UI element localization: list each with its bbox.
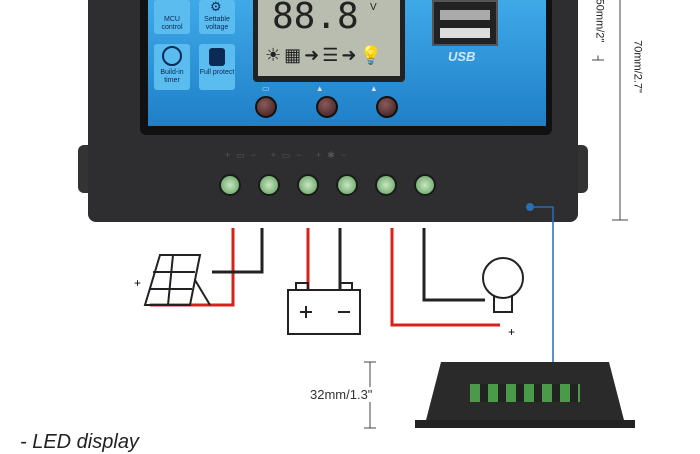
terminal-labels: +▭− +▭− +✱− (225, 150, 353, 160)
feature-list-item: - LED display (20, 431, 139, 453)
terminal-solar-plus (219, 174, 241, 196)
feature-build-in-timer: Build-in timer (154, 44, 190, 90)
terminal-load-plus (375, 174, 397, 196)
clock-icon (162, 46, 182, 66)
plus-sign: + (134, 276, 142, 290)
terminal-battery-plus (297, 174, 319, 196)
down-button[interactable] (376, 96, 398, 118)
button-label-icons: ▭ ▲ ▲ (262, 84, 378, 93)
feature-mcu-control: MCU control (154, 0, 190, 34)
usb-logo: USB (448, 49, 476, 64)
lcd-screen (258, 0, 400, 76)
solar-black-wire (212, 228, 264, 274)
depth-dimension: 32mm/1.3" (310, 387, 373, 402)
load-red-wire (390, 228, 500, 327)
callout-dot (526, 203, 534, 211)
plus-sign: + (508, 325, 516, 339)
terminal-load-minus (414, 174, 436, 196)
lock-icon (209, 48, 225, 66)
solar-panel-icon (143, 254, 211, 306)
lcd-flow-icons: ☀▦➜☰➜💡 (265, 45, 385, 65)
side-view-photo (415, 362, 635, 428)
usb-ports (432, 0, 498, 46)
battery-icon (287, 282, 361, 335)
terminal-battery-minus (336, 174, 358, 196)
gear-icon: ⚙ (210, 0, 222, 14)
load-black-wire (422, 228, 485, 302)
callout-line (530, 206, 554, 372)
height-panel-dimension: 50mm/2" (592, 0, 606, 56)
menu-button[interactable] (255, 96, 277, 118)
feature-settable-voltage: ⚙Settable voltage (199, 0, 235, 34)
terminal-solar-minus (258, 174, 280, 196)
lcd-unit: V (370, 2, 377, 13)
up-button[interactable] (316, 96, 338, 118)
feature-full-protect: Full protect (199, 44, 235, 90)
light-bulb-icon (482, 257, 524, 313)
height-full-dimension: 70mm/2.7" (630, 11, 644, 122)
lcd-voltage-readout: 88.8 (272, 0, 359, 37)
